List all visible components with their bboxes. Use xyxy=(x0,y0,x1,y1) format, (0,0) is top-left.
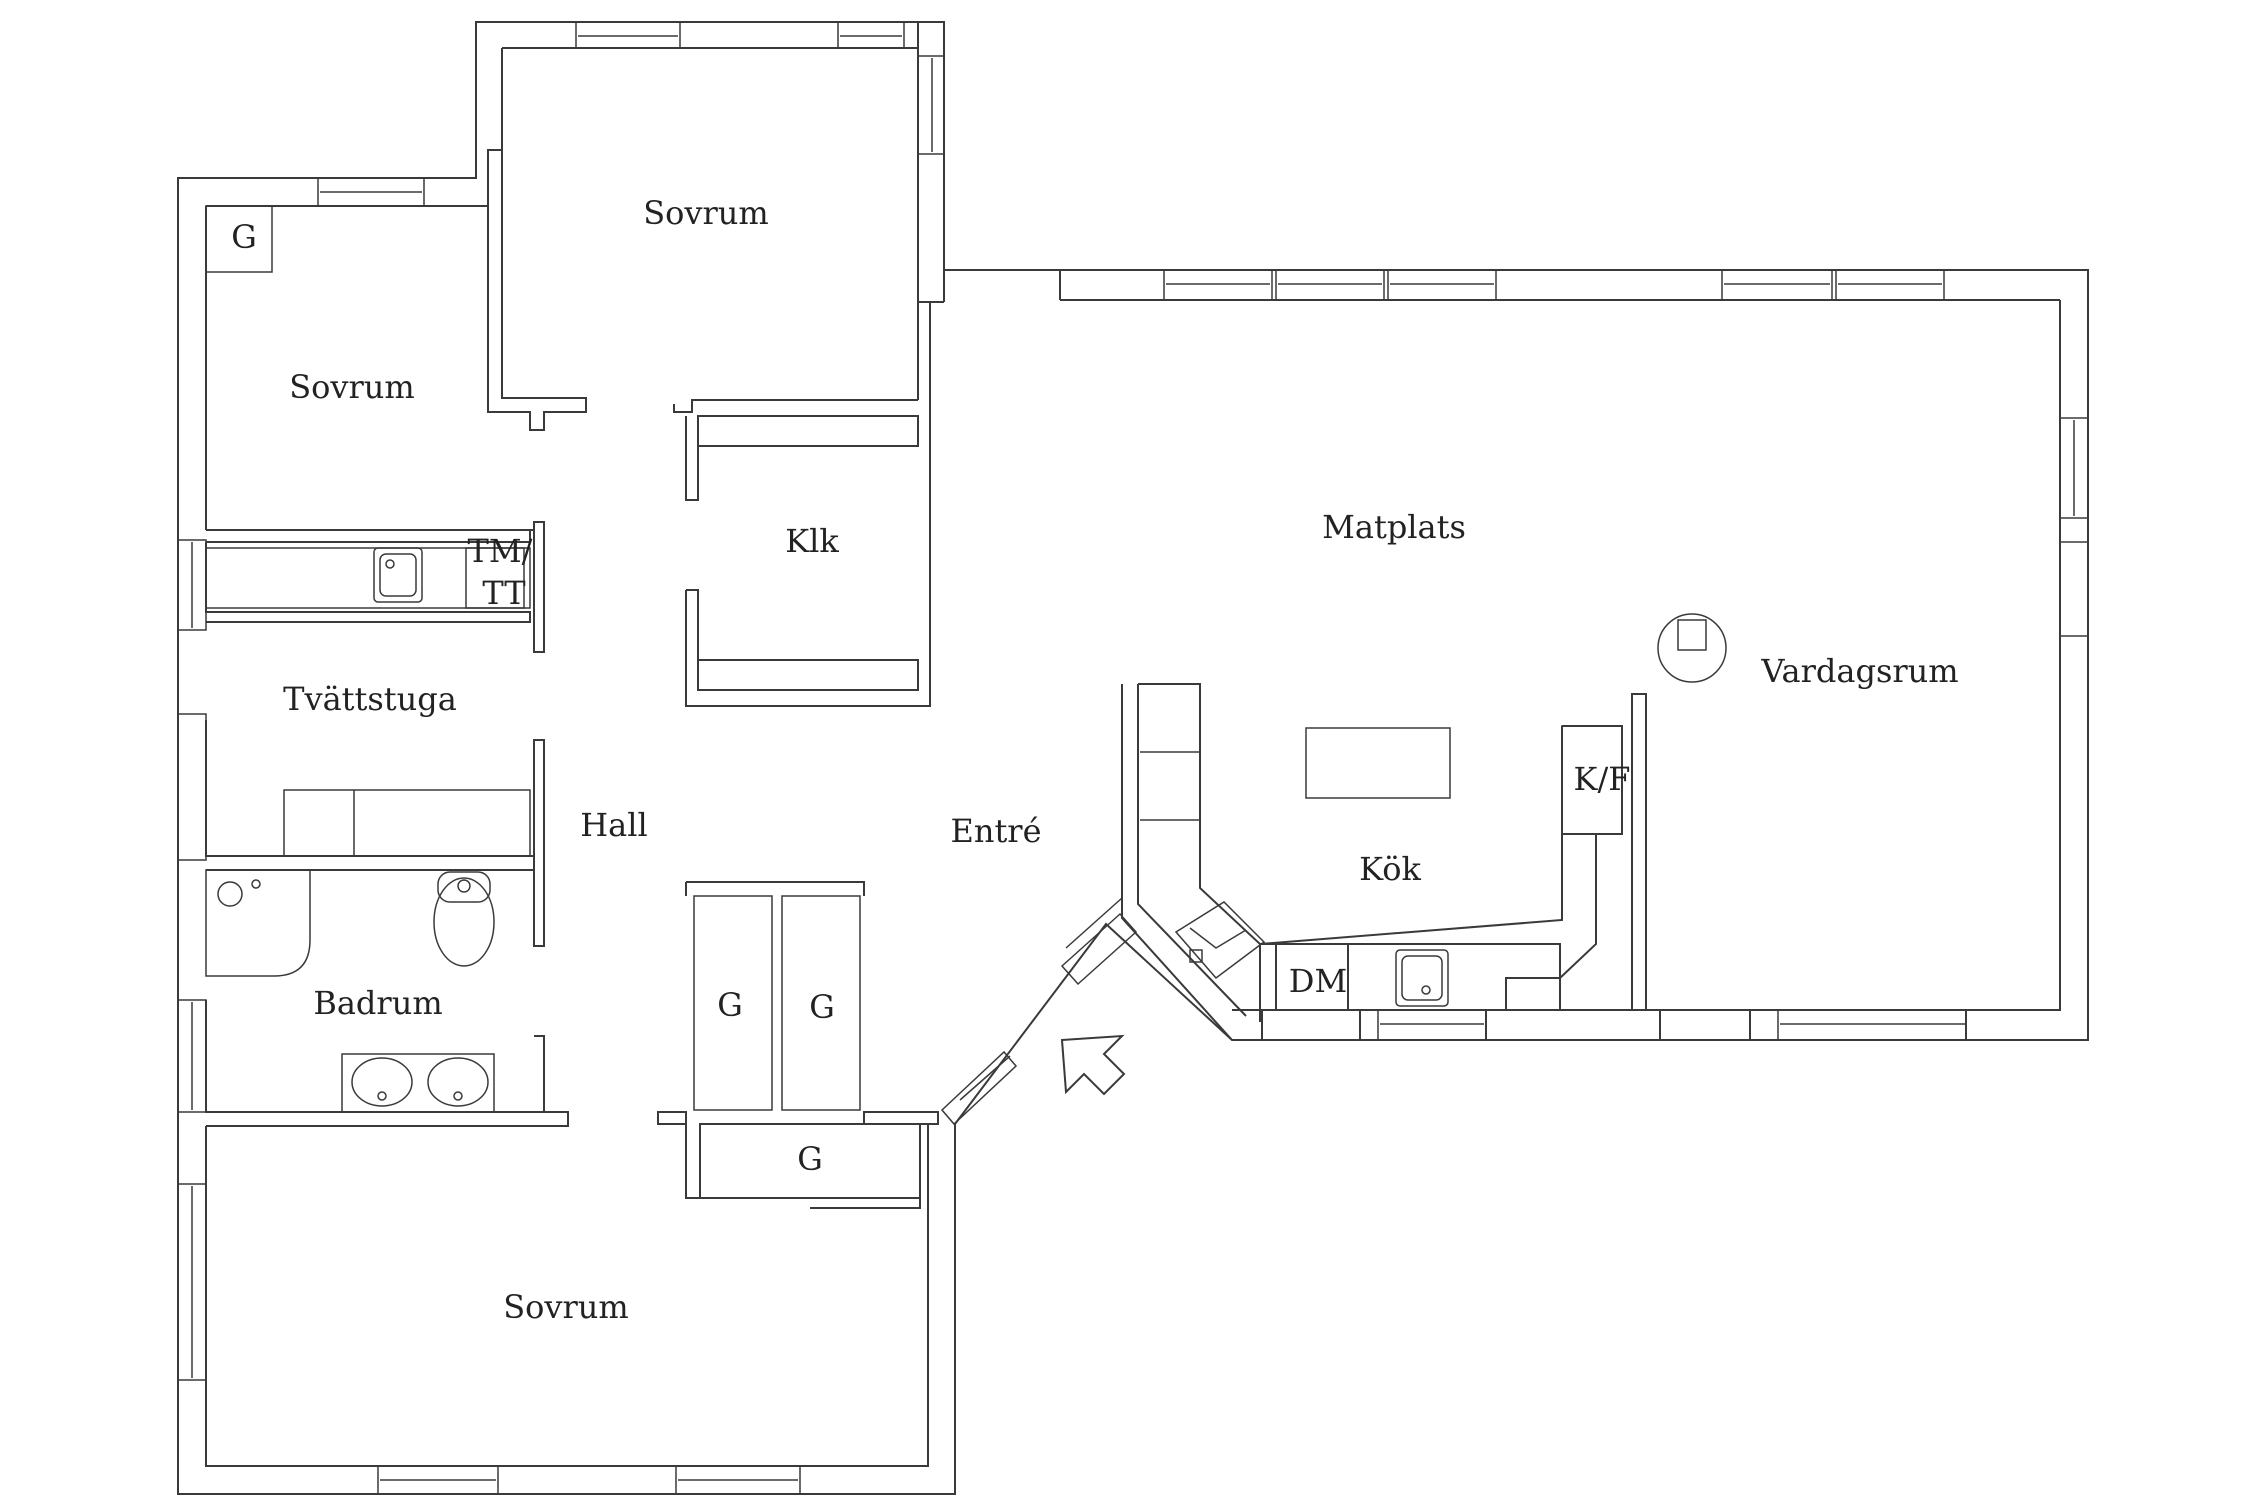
label-tm: TM/ xyxy=(468,532,533,570)
label-g-corner: G xyxy=(231,218,257,256)
label-g-wardrobe-3: G xyxy=(797,1140,823,1178)
dm-box xyxy=(1275,943,1349,1011)
stove-icon xyxy=(1174,901,1266,980)
room-label-matplats: Matplats xyxy=(1322,508,1466,546)
room-label-klk: Klk xyxy=(785,522,839,560)
label-g-wardrobe-2: G xyxy=(809,988,835,1026)
interior-walls xyxy=(205,22,2061,1467)
entrance-arrow-icon xyxy=(1060,1034,1126,1096)
outer-walls xyxy=(177,21,2089,1495)
wardrobe xyxy=(693,895,773,1111)
room-label-sovrum-bottom: Sovrum xyxy=(503,1288,629,1326)
shower-icon xyxy=(205,869,311,977)
fixture-labels: G TM/ TT K/F DM G G G xyxy=(231,218,1630,1178)
room-label-entre: Entré xyxy=(950,812,1041,850)
windows xyxy=(178,22,2089,1495)
tm-tt-box xyxy=(465,547,531,609)
label-g-wardrobe-1: G xyxy=(717,986,743,1024)
toilet-icon xyxy=(433,871,495,967)
sink-icon xyxy=(341,1053,495,1113)
wardrobe xyxy=(781,895,861,1111)
label-kf: K/F xyxy=(1574,760,1631,798)
sink-icon xyxy=(1395,949,1449,1007)
room-label-kok: Kök xyxy=(1359,850,1421,888)
fixtures xyxy=(205,205,1727,1113)
room-labels: Sovrum Sovrum Klk Matplats Vardagsrum Tv… xyxy=(283,194,1958,1326)
corner-closet xyxy=(205,205,273,273)
sink-icon xyxy=(373,547,423,603)
laundry-bench xyxy=(283,789,531,857)
room-label-vardagsrum: Vardagsrum xyxy=(1760,652,1958,690)
fireplace-icon xyxy=(1657,613,1727,683)
room-label-hall: Hall xyxy=(580,806,647,844)
label-tt: TT xyxy=(482,574,526,612)
kitchen-upper-cabinets xyxy=(1140,751,1200,821)
room-label-sovrum-left: Sovrum xyxy=(289,368,415,406)
room-label-tvattstuga: Tvättstuga xyxy=(283,680,457,718)
kf-box xyxy=(1561,725,1623,835)
room-label-badrum: Badrum xyxy=(313,984,442,1022)
room-label-sovrum-top: Sovrum xyxy=(643,194,769,232)
kitchen-island xyxy=(1305,727,1451,799)
laundry-counter xyxy=(205,547,525,609)
label-dm: DM xyxy=(1289,962,1347,1000)
